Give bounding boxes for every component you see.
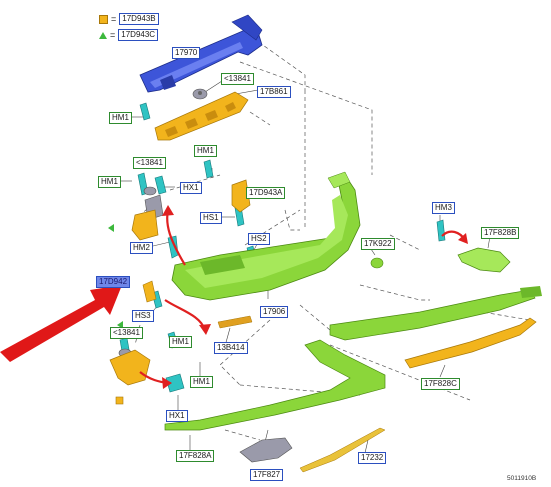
label-hs1[interactable]: HS1 (200, 212, 222, 224)
label-hs3[interactable]: HS3 (132, 310, 154, 322)
bolt-upper (192, 88, 208, 100)
label-13841-mid[interactable]: <13841 (133, 157, 166, 169)
label-13841-top[interactable]: <13841 (221, 73, 254, 85)
label-hm1-b[interactable]: HM1 (194, 145, 217, 157)
label-17232[interactable]: 17232 (358, 452, 387, 464)
label-17D943A[interactable]: 17D943A (246, 187, 286, 199)
label-17B861[interactable]: 17B861 (257, 86, 291, 98)
valance-17F828B (329, 247, 542, 341)
legend-code-orange[interactable]: 17D943B (119, 13, 159, 25)
reflector-17K922 (370, 257, 384, 269)
label-17F828A[interactable]: 17F828A (176, 450, 215, 462)
legend-code-green[interactable]: 17D943C (118, 29, 159, 41)
legend-row-orange: = 17D943B (99, 13, 159, 25)
bumper-cover (171, 171, 361, 301)
large-red-arrow (0, 285, 122, 362)
label-17K922[interactable]: 17K922 (361, 238, 395, 250)
lower-panel-left (164, 339, 386, 431)
label-hm1-e[interactable]: HM1 (190, 376, 213, 388)
legend-equals: = (110, 30, 116, 40)
label-13841-low[interactable]: <13841 (110, 327, 143, 339)
legend-equals: = (111, 14, 117, 24)
trim-17F827 (239, 437, 293, 463)
label-hm2[interactable]: HM2 (130, 242, 153, 254)
label-13B414[interactable]: 13B414 (214, 342, 248, 354)
red-arrowheads (162, 205, 468, 389)
label-17F827[interactable]: 17F827 (250, 469, 284, 481)
bumper-reinforcement-beam (139, 14, 263, 93)
side-bracket-left (108, 209, 159, 241)
valance-17F828C (404, 317, 537, 369)
label-hm1-c[interactable]: HM1 (98, 176, 121, 188)
label-17F828C[interactable]: 17F828C (421, 378, 460, 390)
guide-bracket-17D943A (231, 179, 251, 213)
green-triangle-icon (99, 31, 107, 39)
strip-17232 (299, 427, 386, 473)
label-hx1-a[interactable]: HX1 (180, 182, 202, 194)
legend-row-green: = 17D943C (99, 29, 159, 41)
orange-square-icon (99, 14, 108, 24)
label-hs2[interactable]: HS2 (248, 233, 270, 245)
label-17970[interactable]: 17970 (172, 47, 201, 59)
guide-17D942 (142, 280, 157, 303)
label-17906[interactable]: 17906 (260, 306, 289, 318)
label-hm1-d[interactable]: HM1 (169, 336, 192, 348)
label-13841-mid-code: 13841 (140, 158, 163, 167)
diagram-code: 5011910B (507, 475, 537, 482)
label-hm3[interactable]: HM3 (432, 202, 455, 214)
label-hx1-b[interactable]: HX1 (166, 410, 188, 422)
label-hm1-a[interactable]: HM1 (109, 112, 132, 124)
energy-absorber-upper (154, 91, 249, 141)
label-13841-low-code: 13841 (117, 328, 140, 337)
strip-13B414 (217, 315, 253, 329)
label-17D942[interactable]: 17D942 (96, 276, 131, 288)
label-13841-top-code: 13841 (228, 74, 251, 83)
label-17F828B[interactable]: 17F828B (481, 227, 520, 239)
